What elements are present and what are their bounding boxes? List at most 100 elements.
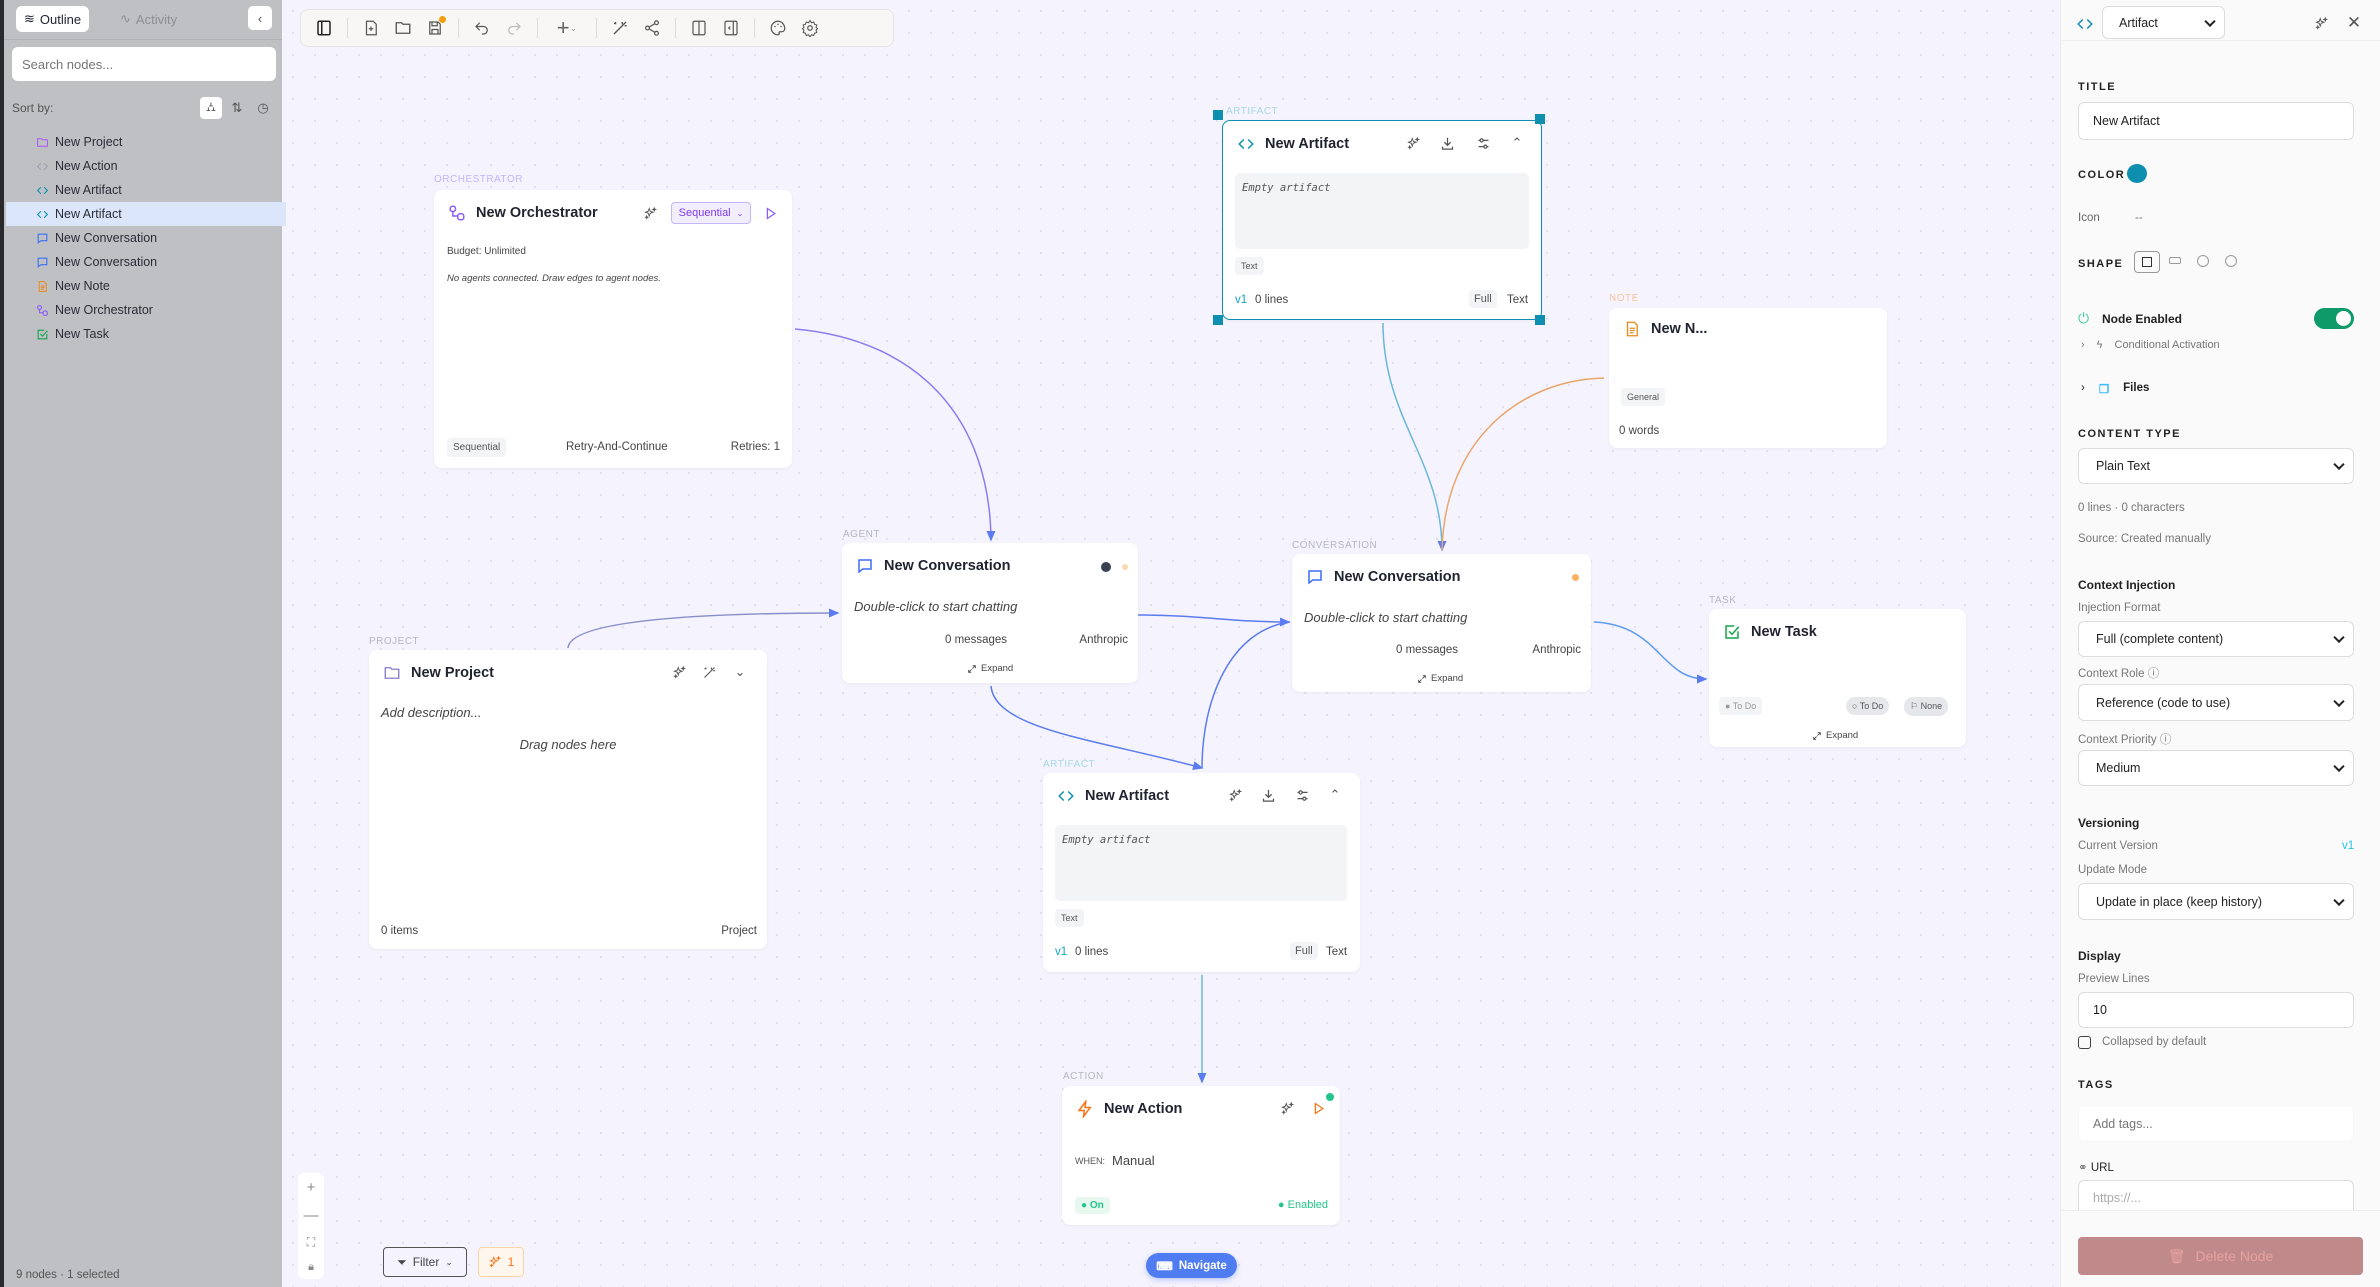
navigate-button[interactable]: ⌨Navigate bbox=[1146, 1253, 1237, 1278]
magic-button[interactable] bbox=[699, 662, 719, 682]
expand-button[interactable]: Expand bbox=[1812, 730, 1858, 741]
sort-alpha-button[interactable]: ⇅ bbox=[226, 97, 248, 119]
title-input[interactable]: New Artifact bbox=[2078, 102, 2354, 140]
note-node[interactable]: New N... General 0 words bbox=[1609, 308, 1887, 448]
layout-split-button[interactable] bbox=[684, 13, 714, 43]
expand-button[interactable]: Expand bbox=[967, 663, 1013, 674]
close-panel-button[interactable]: ✕ bbox=[2344, 13, 2364, 33]
node-enabled-toggle[interactable] bbox=[2314, 308, 2354, 329]
action-node[interactable]: New Action WHEN: Manual ● On ● Enabled bbox=[1062, 1086, 1340, 1225]
status-dropdown[interactable]: ○ To Do bbox=[1846, 697, 1890, 715]
expand-button[interactable]: Expand bbox=[1417, 673, 1463, 684]
share-button[interactable] bbox=[637, 13, 667, 43]
sidebar-item[interactable]: New Action bbox=[6, 154, 286, 178]
sparkle-icon bbox=[643, 206, 658, 221]
shape-circle-option[interactable] bbox=[2197, 255, 2209, 267]
undo-button[interactable] bbox=[467, 13, 497, 43]
tab-outline[interactable]: ≋Outline bbox=[16, 6, 90, 32]
resize-handle-top-left[interactable] bbox=[1213, 110, 1223, 120]
sidebar-item[interactable]: New Conversation bbox=[6, 226, 286, 250]
sidebar-item[interactable]: New Task bbox=[6, 322, 286, 346]
download-button[interactable] bbox=[1258, 785, 1278, 805]
url-input[interactable]: https://... bbox=[2078, 1180, 2354, 1210]
ai-sparkle-button[interactable] bbox=[2311, 13, 2331, 33]
artifact-node[interactable]: New Artifact ⌃ Empty artifact Text v1 0 … bbox=[1043, 773, 1360, 972]
sidebar-item[interactable]: New Orchestrator bbox=[6, 298, 286, 322]
resize-handle-bottom-left[interactable] bbox=[1213, 315, 1223, 325]
ai-sparkle-button[interactable] bbox=[1277, 1098, 1297, 1118]
toggle-sidebar-button[interactable] bbox=[309, 13, 339, 43]
new-file-button[interactable] bbox=[356, 13, 386, 43]
save-button[interactable] bbox=[420, 13, 450, 43]
collapsed-checkbox[interactable] bbox=[2078, 1036, 2091, 1049]
sidebar-item[interactable]: New Artifact bbox=[6, 202, 286, 226]
tags-input[interactable]: Add tags... bbox=[2078, 1105, 2354, 1142]
update-mode-select[interactable]: Update in place (keep history) bbox=[2078, 883, 2354, 920]
toggle-right-panel-button[interactable] bbox=[716, 13, 746, 43]
shape-pill-option[interactable] bbox=[2169, 257, 2181, 264]
fit-view-button[interactable]: ⛶ bbox=[306, 1234, 316, 1249]
on-toggle[interactable]: ● On bbox=[1075, 1197, 1110, 1214]
icon-picker[interactable]: -- bbox=[2135, 212, 2143, 224]
tab-activity[interactable]: ∿Activity bbox=[112, 6, 185, 32]
preview-lines-input[interactable]: 10 bbox=[2078, 992, 2354, 1028]
add-node-button[interactable]: +⌄ bbox=[546, 13, 588, 43]
project-node[interactable]: New Project ⌄ Add description... Drag no… bbox=[369, 650, 767, 949]
download-button[interactable] bbox=[1437, 133, 1457, 153]
settings-button[interactable] bbox=[1473, 133, 1493, 153]
open-button[interactable] bbox=[388, 13, 418, 43]
sidebar-item[interactable]: New Artifact bbox=[6, 178, 286, 202]
ai-sparkle-button[interactable] bbox=[669, 662, 689, 682]
ai-sparkle-button[interactable] bbox=[1225, 785, 1245, 805]
injection-format-select[interactable]: Full (complete content) bbox=[2078, 621, 2354, 657]
search-input[interactable] bbox=[12, 47, 276, 81]
resize-handle-bottom-right[interactable] bbox=[1535, 315, 1545, 325]
priority-dropdown[interactable]: ⚐ None bbox=[1904, 697, 1949, 716]
collapse-button[interactable]: ⌃ bbox=[1325, 785, 1345, 805]
content-type-select[interactable]: Plain Text bbox=[2078, 448, 2354, 484]
artifact-node-selected[interactable]: New Artifact ⌃ Empty artifact Text v1 0 … bbox=[1222, 120, 1542, 320]
collapse-sidebar-button[interactable]: ‹ bbox=[248, 6, 272, 30]
lock-button[interactable]: 🔒︎ bbox=[308, 1260, 314, 1273]
run-button[interactable] bbox=[760, 203, 780, 223]
sidebar-item[interactable]: New Project bbox=[6, 130, 286, 154]
zoom-in-button[interactable]: + bbox=[306, 1178, 316, 1196]
sidebar-item[interactable]: New Note bbox=[6, 274, 286, 298]
ai-sparkle-button[interactable] bbox=[1403, 133, 1423, 153]
delete-node-button[interactable]: 🗑︎Delete Node bbox=[2078, 1237, 2363, 1275]
mode-dropdown[interactable]: Sequential⌄ bbox=[671, 202, 751, 224]
task-node[interactable]: New Task ● To Do ○ To Do ⚐ None Expand bbox=[1709, 609, 1966, 747]
ai-sparkle-button[interactable] bbox=[640, 203, 660, 223]
settings-button[interactable] bbox=[1292, 785, 1312, 805]
full-mode-button[interactable]: Full bbox=[1469, 290, 1497, 308]
resize-handle-top-right[interactable] bbox=[1535, 114, 1545, 124]
sidebar-item[interactable]: New Conversation bbox=[6, 250, 286, 274]
sort-hierarchy-button[interactable]: ⛼ bbox=[200, 97, 222, 119]
context-priority-select[interactable]: Medium bbox=[2078, 750, 2354, 786]
suggestions-button[interactable]: 1 bbox=[478, 1247, 524, 1277]
orchestrator-node[interactable]: New Orchestrator Sequential⌄ Budget: Unl… bbox=[434, 190, 792, 468]
conversation-node[interactable]: New Conversation Double-click to start c… bbox=[1292, 554, 1591, 692]
run-button[interactable] bbox=[1308, 1098, 1328, 1118]
color-swatch[interactable] bbox=[2127, 164, 2147, 183]
zoom-out-button[interactable]: — bbox=[303, 1206, 319, 1224]
agent-conversation-node[interactable]: New Conversation Double-click to start c… bbox=[842, 543, 1138, 683]
node-type-select[interactable]: Artifact bbox=[2102, 6, 2225, 39]
filter-button[interactable]: ⏷Filter⌄ bbox=[383, 1247, 467, 1277]
full-mode-button[interactable]: Full bbox=[1290, 942, 1318, 960]
collapse-button[interactable]: ⌄ bbox=[730, 662, 750, 682]
help-icon[interactable]: ⓘ bbox=[2159, 734, 2172, 746]
context-role-select[interactable]: Reference (code to use) bbox=[2078, 684, 2354, 721]
help-icon[interactable]: ⓘ bbox=[2147, 668, 2160, 680]
sort-recent-button[interactable]: ◷ bbox=[252, 97, 274, 119]
files-section-toggle[interactable]: ›❐Files bbox=[2081, 382, 2149, 396]
magic-button[interactable] bbox=[605, 13, 635, 43]
theme-button[interactable] bbox=[763, 13, 793, 43]
description-field[interactable]: Add description... bbox=[381, 705, 482, 720]
collapse-button[interactable]: ⌃ bbox=[1507, 133, 1527, 153]
shape-square-option[interactable] bbox=[2134, 251, 2160, 273]
settings-button[interactable] bbox=[795, 13, 825, 43]
shape-hexagon-option[interactable] bbox=[2225, 255, 2237, 267]
redo-button[interactable] bbox=[499, 13, 529, 43]
